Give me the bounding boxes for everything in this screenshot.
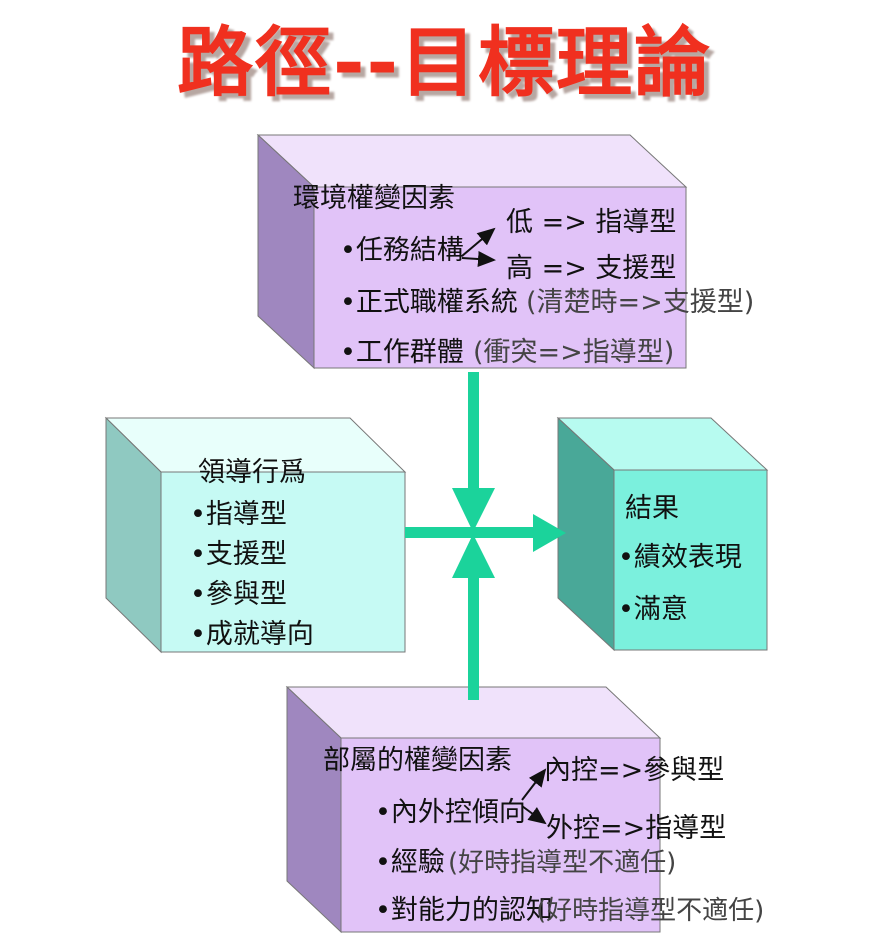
env-item-authority-note: (清楚時=>支援型) [526,287,755,318]
sub-item-ability-note: (好時指導型不適任) [536,896,765,926]
sub-branch-external: 外控=>指導型 [546,813,727,844]
env-branch-low: 低 => 指導型 [506,207,677,238]
leader-item-participative: •參與型 [190,579,287,610]
task-structure-branch-arrows [461,227,496,267]
sub-heading: 部屬的權變因素 [323,745,512,776]
subordinate-factor-box [285,685,662,934]
page-title: 路徑--目標理論 [176,18,713,107]
flow-arrows [405,372,566,700]
env-branch-high: 高 => 支援型 [506,253,677,284]
result-item-performance: •績效表現 [618,542,742,573]
leader-heading: 領導行爲 [198,457,306,488]
leader-item-achievement: •成就導向 [190,619,314,650]
sub-branch-internal: 內控=>參與型 [544,755,725,786]
result-heading: 結果 [625,493,679,524]
sub-item-experience-note: (好時指導型不適任) [448,848,677,878]
leader-item-directive: •指導型 [190,499,287,530]
env-item-workgroup: •工作群體 [340,337,464,368]
env-item-authority: •正式職權系統 [340,287,518,318]
sub-item-experience: •經驗 [375,847,445,878]
env-factor-box [256,133,688,370]
env-item-task-structure: •任務結構 [340,235,464,266]
leader-item-supportive: •支援型 [190,539,287,570]
env-heading: 環境權變因素 [293,183,455,214]
leader-behavior-box [104,416,407,654]
result-box [556,416,769,652]
sub-item-locus: •內外控傾向 [375,797,526,828]
sub-item-ability: •對能力的認知 [375,895,553,926]
env-item-workgroup-note: (衝突=>指導型) [473,337,675,368]
result-item-satisfaction: •滿意 [618,594,688,625]
locus-branch-arrows [521,768,547,825]
